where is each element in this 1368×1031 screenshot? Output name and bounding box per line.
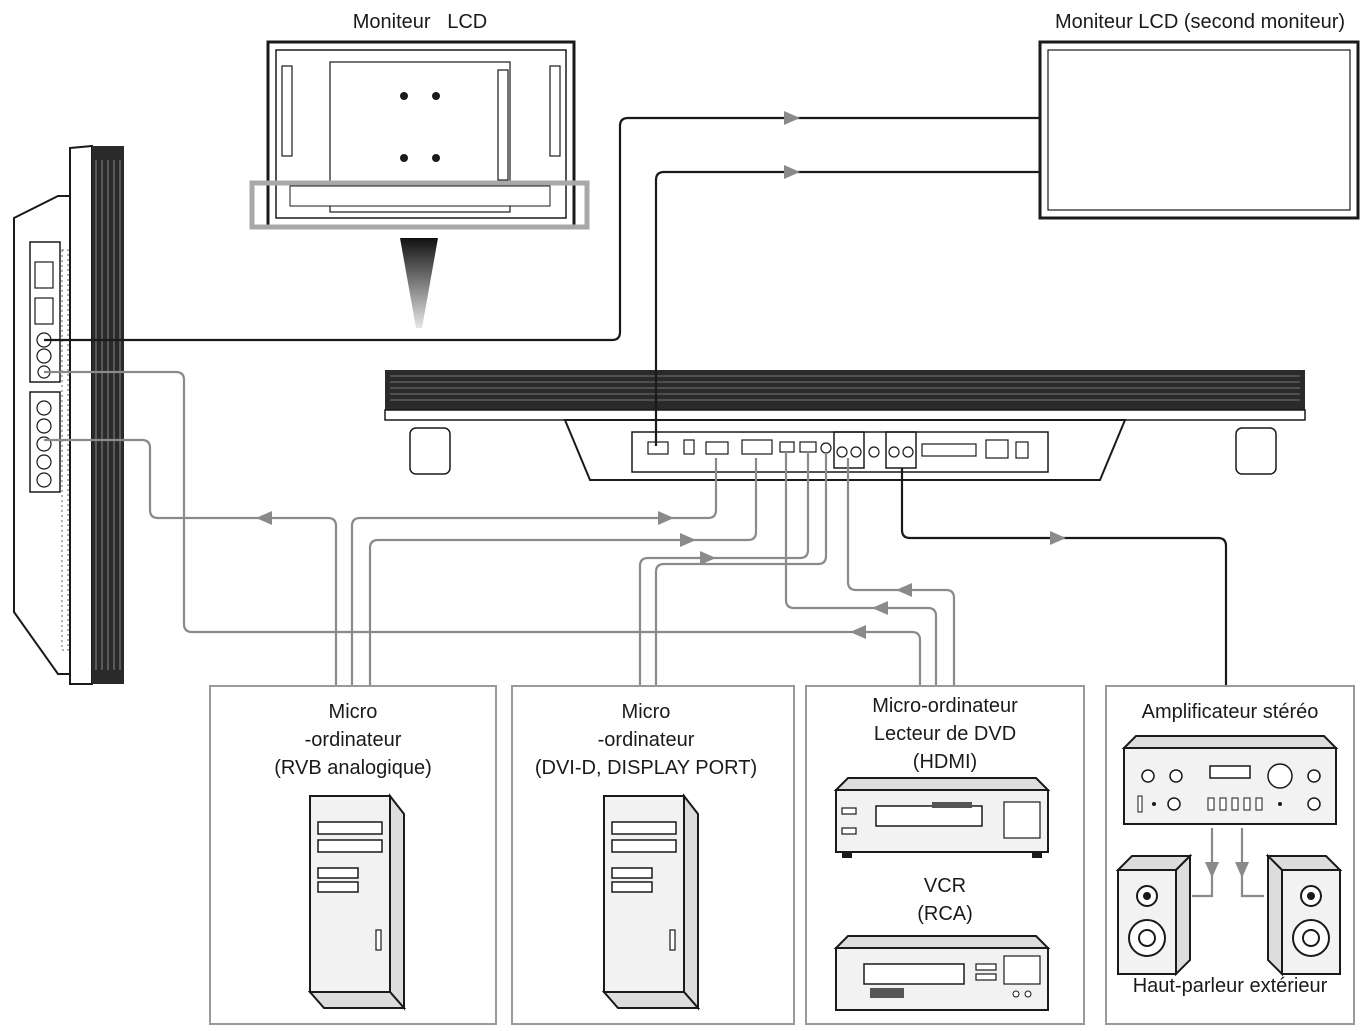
monitor-bottom-view — [384, 370, 1306, 481]
box-pc-dvi — [511, 685, 795, 1025]
cable-side-audio-1 — [44, 370, 922, 686]
label-pc-hdmi-2: Lecteur de DVD — [874, 723, 1016, 745]
label-pc-rgb-2: -ordinateur — [305, 729, 402, 751]
cable-dvi — [638, 452, 810, 686]
box-pc-rgb — [209, 685, 497, 1025]
second-monitor — [1038, 40, 1360, 220]
speaker-left-icon — [1115, 853, 1193, 977]
cable-speaker-left — [1192, 828, 1214, 898]
label-pc-hdmi-3: (HDMI) — [913, 751, 977, 773]
label-pc-rgb-3: (RVB analogique) — [274, 757, 432, 779]
label-pc-dvi-2: -ordinateur — [598, 729, 695, 751]
cable-rgb-vga — [350, 458, 718, 686]
main-monitor-label: Moniteur LCD — [353, 11, 488, 33]
cable-speaker-right — [1240, 828, 1264, 898]
cable-audio-out — [900, 468, 1228, 686]
vcr-icon — [833, 935, 1051, 1011]
amplifier-icon — [1121, 735, 1339, 825]
cable-hdmi — [784, 452, 938, 686]
cable-video-out-2 — [654, 170, 1040, 446]
label-pc-dvi-3: (DVI-D, DISPLAY PORT) — [535, 757, 757, 779]
second-monitor-label: Moniteur LCD (second moniteur) — [1055, 11, 1345, 33]
label-pc-hdmi-1: Micro-ordinateur — [872, 695, 1018, 717]
label-vcr-2: (RCA) — [917, 903, 973, 925]
speaker-right-icon — [1265, 853, 1343, 977]
dvd-player-icon — [833, 777, 1051, 858]
pc-tower-icon — [307, 793, 407, 1011]
arrows — [256, 111, 1249, 878]
box-pc-hdmi-vcr — [805, 685, 1085, 1025]
cable-rgb-audio — [368, 458, 758, 686]
label-pc-dvi-1: Micro — [622, 701, 671, 723]
cable-dp — [654, 453, 828, 686]
monitor-side-view — [13, 144, 124, 685]
pc-tower-icon — [601, 793, 701, 1011]
cable-video-out-1 — [44, 116, 1040, 342]
main-monitor-back — [249, 40, 590, 230]
label-amp: Amplificateur stéréo — [1142, 701, 1319, 723]
box-amp-speakers — [1105, 685, 1355, 1025]
label-vcr-1: VCR — [924, 875, 966, 897]
label-pc-rgb-1: Micro — [329, 701, 378, 723]
zoom-indicator — [400, 238, 438, 328]
label-speaker: Haut-parleur extérieur — [1133, 975, 1328, 997]
cable-side-audio-2 — [44, 438, 338, 686]
